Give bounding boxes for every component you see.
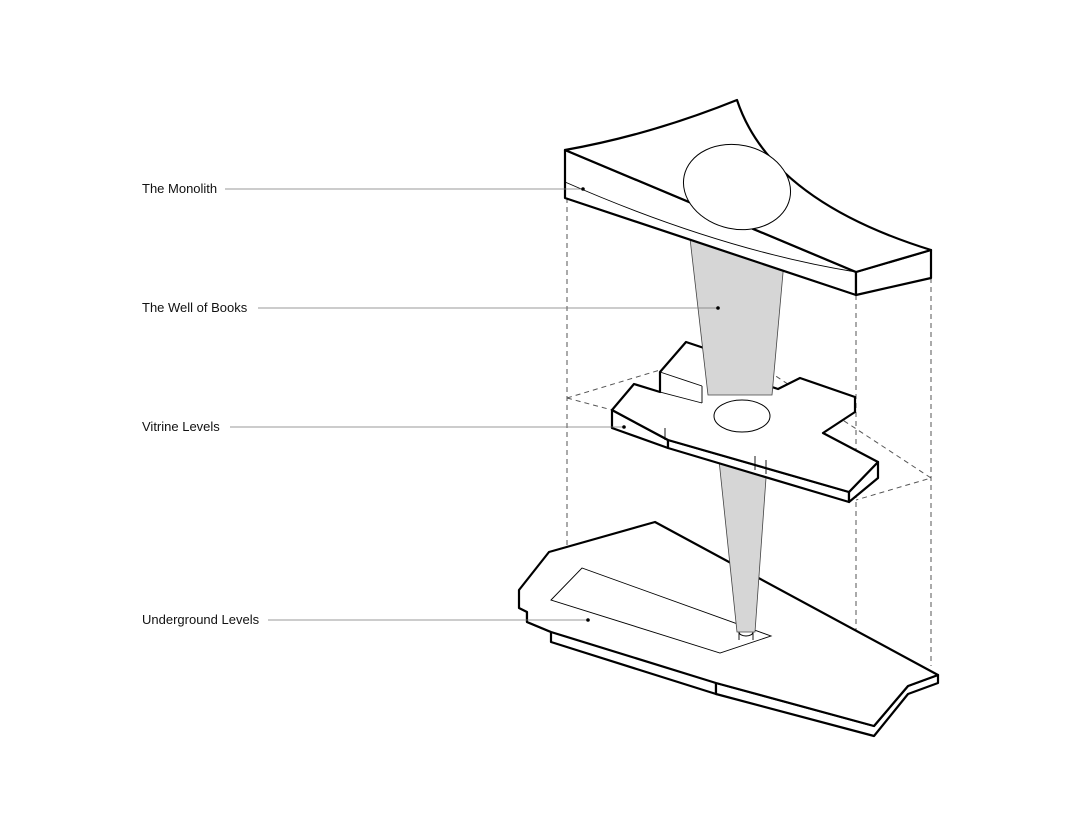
underground-levels-slab — [517, 520, 940, 738]
label-monolith: The Monolith — [142, 181, 217, 196]
label-well-of-books: The Well of Books — [142, 300, 248, 315]
monolith-volume — [563, 98, 933, 297]
label-underground-levels: Underground Levels — [142, 612, 260, 627]
leader-lines — [225, 187, 720, 622]
vitrine-levels-slab — [610, 340, 880, 504]
label-vitrine-levels: Vitrine Levels — [142, 419, 220, 434]
